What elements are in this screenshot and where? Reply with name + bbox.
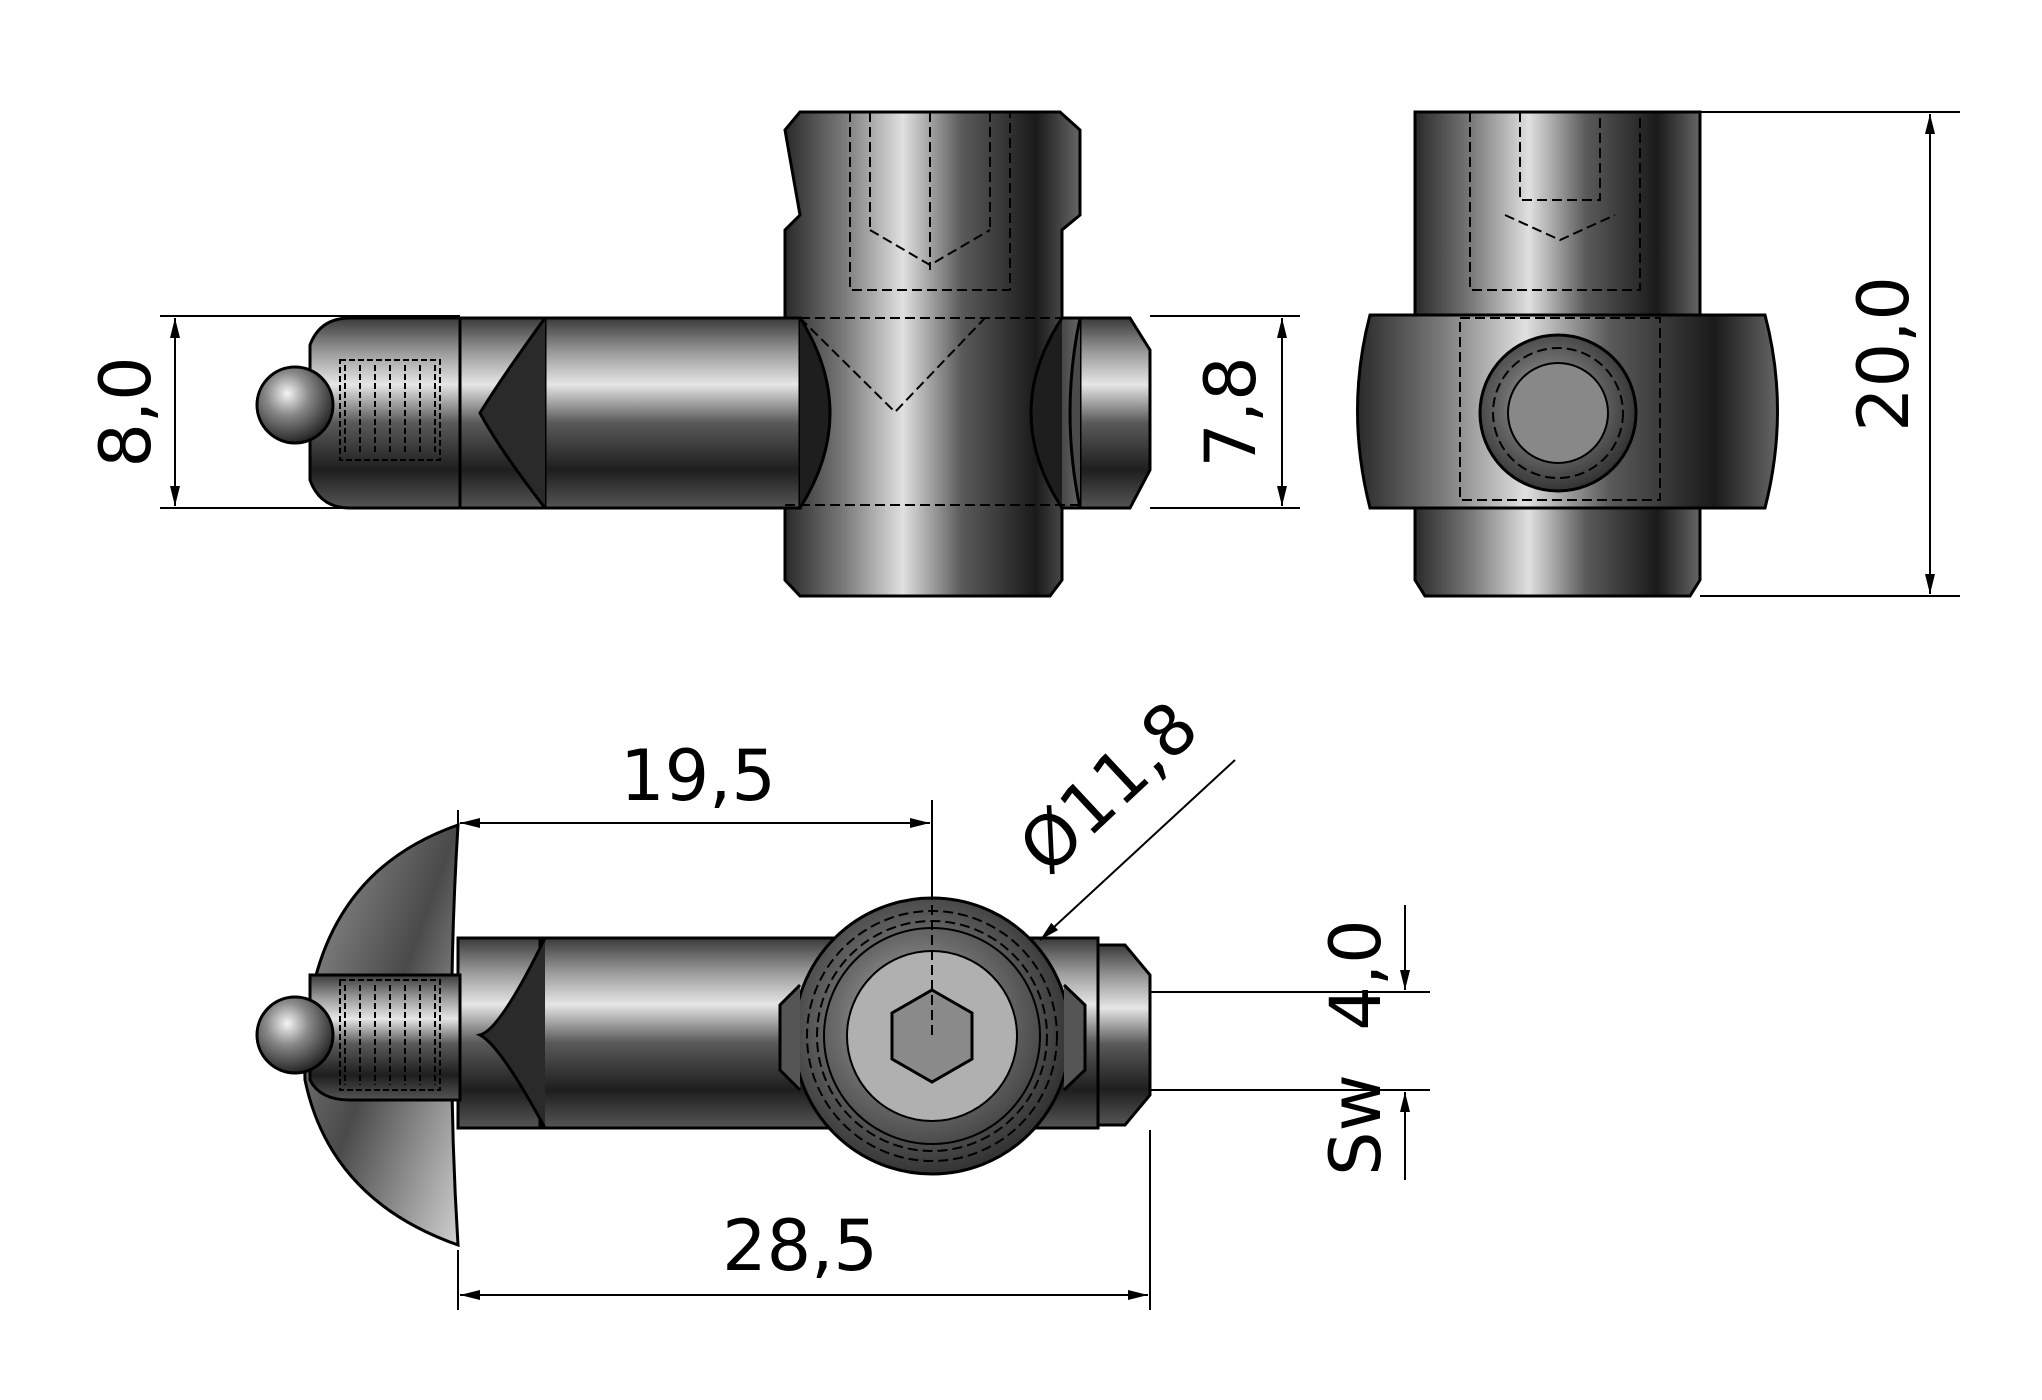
- dim-top-offset: [457, 805, 933, 900]
- dim-side-right: [1150, 315, 1300, 509]
- dim-label-hex: 4,0: [1315, 919, 1397, 1030]
- dim-label-7-8: 7,8: [1190, 356, 1272, 467]
- dim-diameter: [1039, 759, 1236, 941]
- dim-overall-length: [457, 1130, 1151, 1310]
- shaft: [543, 316, 802, 510]
- dim-label-diameter: Ø11,8: [1004, 686, 1214, 890]
- dim-front-height: [1700, 111, 1960, 597]
- dim-hex: [1150, 905, 1430, 1180]
- spring-icon: [339, 359, 441, 461]
- side-view: [255, 110, 1152, 598]
- ball: [255, 365, 335, 445]
- tip: [1078, 316, 1152, 510]
- dim-label-sw: Sw: [1315, 1074, 1397, 1176]
- top-ball: [255, 995, 335, 1075]
- clamp-body: [783, 110, 1082, 598]
- top-spring-icon: [339, 979, 441, 1091]
- dim-side-height: [160, 315, 460, 509]
- dim-label-19-5: 19,5: [620, 735, 776, 817]
- dim-label-20: 20,0: [1843, 276, 1925, 432]
- dim-label-28-5: 28,5: [722, 1205, 878, 1287]
- front-view: [1356, 110, 1779, 598]
- dim-label-8: 8,0: [85, 356, 167, 467]
- top-view: [255, 800, 1152, 1248]
- hex-socket: [890, 988, 974, 1084]
